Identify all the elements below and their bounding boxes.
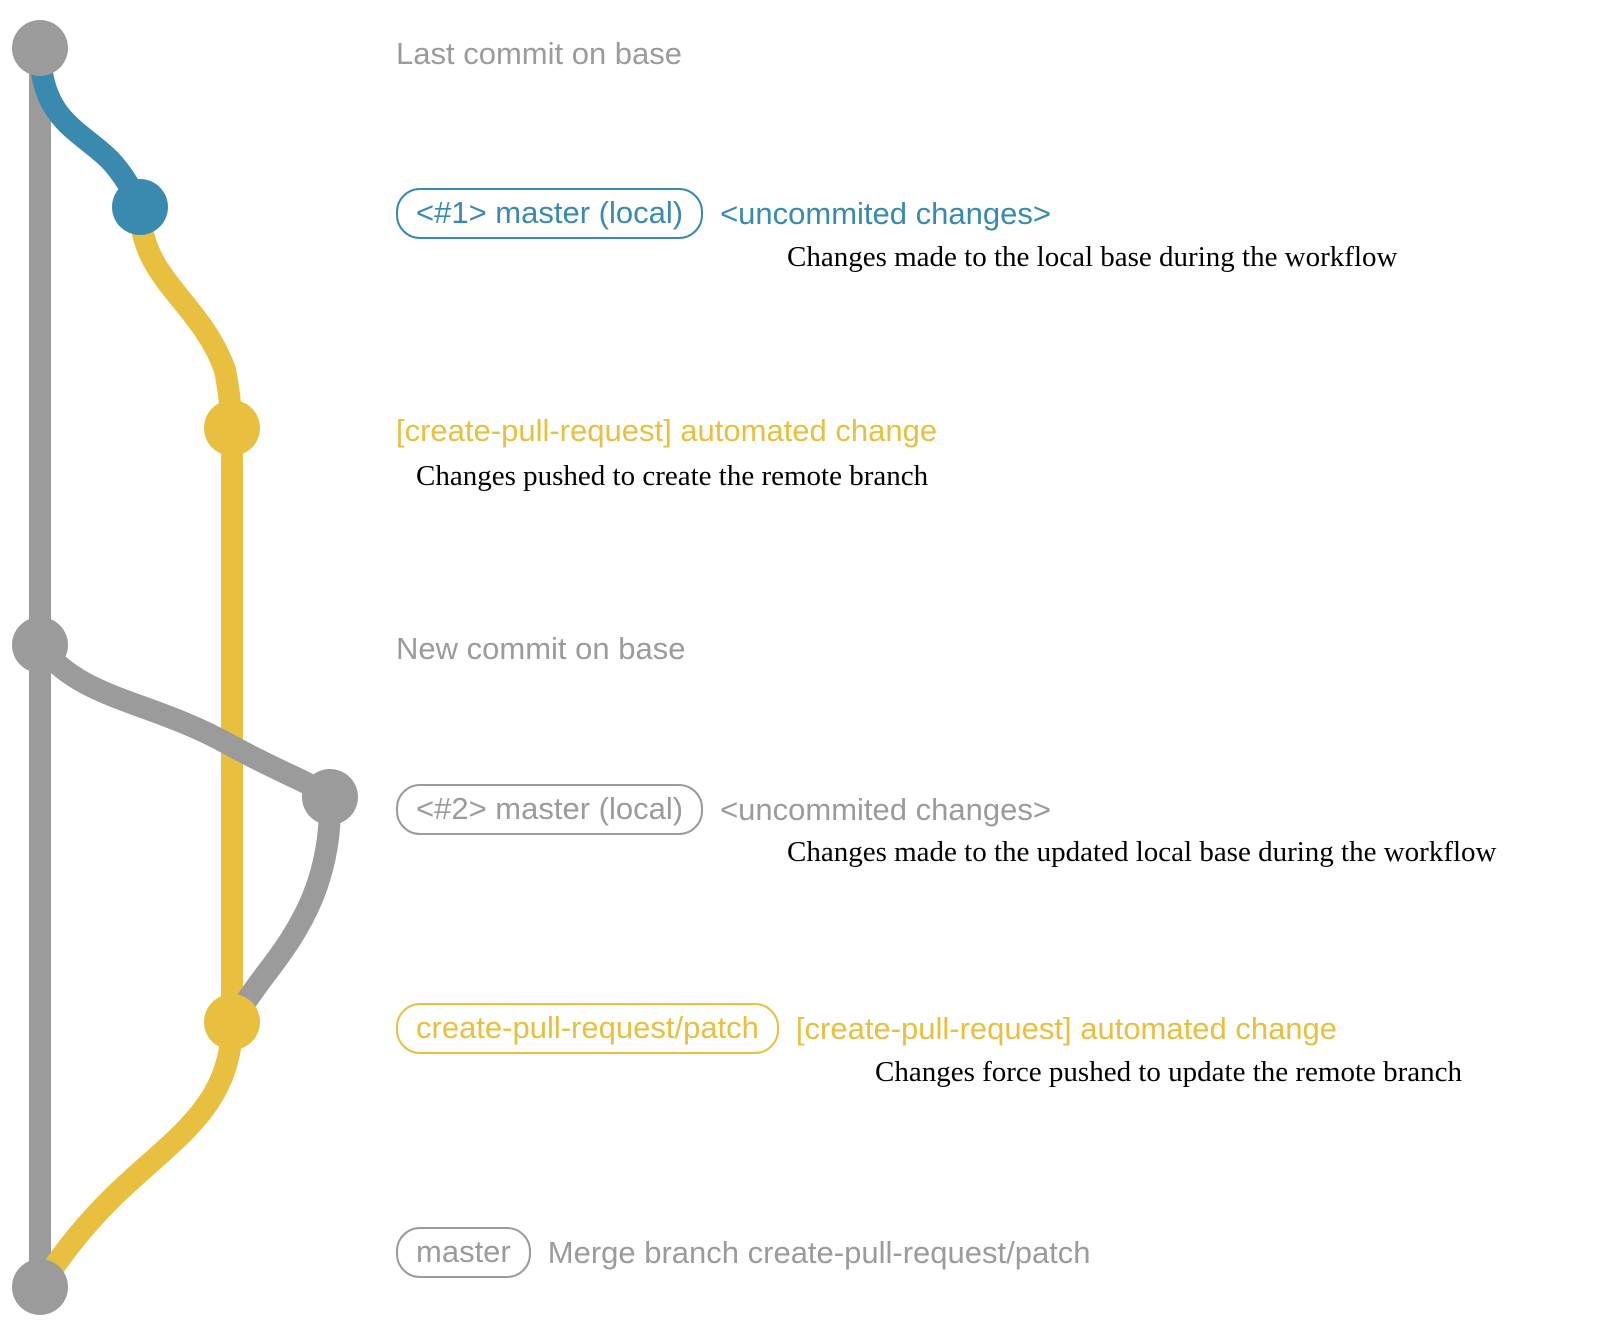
headline: [create-pull-request] automated change	[396, 415, 937, 446]
branch-badge-master-local-1[interactable]: <#1> master (local)	[396, 188, 704, 239]
commit-node-base-top[interactable]	[12, 20, 68, 76]
commit-message: <uncommited changes>	[720, 792, 1051, 827]
row-last-commit-on-base: Last commit on base	[396, 38, 682, 69]
branch-badge-master-local-2[interactable]: <#2> master (local)	[396, 784, 704, 835]
commit-message: Merge branch create-pull-request/patch	[547, 1235, 1091, 1270]
merge-line	[29, 1011, 243, 1298]
branch-badge-master[interactable]: master	[396, 1227, 531, 1278]
branch-badge-create-pull-request-patch[interactable]: create-pull-request/patch	[396, 1003, 779, 1054]
headline: master Merge branch create-pull-request/…	[396, 1227, 1091, 1278]
patch-lane-line-upper	[129, 196, 243, 439]
commit-node-local-2[interactable]	[302, 769, 358, 825]
description-automated-change-1: Changes pushed to create the remote bran…	[416, 460, 929, 492]
description-local-1: Changes made to the local base during th…	[787, 241, 1398, 273]
commit-graph	[12, 20, 358, 1315]
commit-message: [create-pull-request] automated change	[795, 1011, 1338, 1046]
commit-node-local-1[interactable]	[112, 179, 168, 235]
row-automated-change-2: create-pull-request/patch [create-pull-r…	[396, 1003, 1337, 1054]
row-local-2: <#2> master (local) <uncommited changes>	[396, 784, 1051, 835]
detached-branch-line-out	[29, 634, 341, 808]
commit-message: <uncommited changes>	[720, 196, 1051, 231]
commit-message: Last commit on base	[396, 36, 683, 71]
commit-node-merge[interactable]	[12, 1259, 68, 1315]
commit-node-base-new[interactable]	[12, 617, 68, 673]
headline: Last commit on base	[396, 38, 682, 69]
row-local-1: <#1> master (local) <uncommited changes>	[396, 188, 1051, 239]
row-merge: master Merge branch create-pull-request/…	[396, 1227, 1091, 1278]
commit-node-patch-1[interactable]	[204, 400, 260, 456]
headline: <#1> master (local) <uncommited changes>	[396, 188, 1051, 239]
row-automated-change-1: [create-pull-request] automated change	[396, 415, 937, 446]
description-local-2: Changes made to the updated local base d…	[787, 836, 1497, 868]
local-branch-line	[29, 37, 151, 218]
headline: <#2> master (local) <uncommited changes>	[396, 784, 1051, 835]
commit-node-patch-2[interactable]	[204, 994, 260, 1050]
description-automated-change-2: Changes force pushed to update the remot…	[875, 1056, 1463, 1088]
commit-message: New commit on base	[396, 631, 686, 666]
detached-branch-line-in	[221, 786, 342, 1033]
commit-message: [create-pull-request] automated change	[396, 413, 938, 448]
headline: create-pull-request/patch [create-pull-r…	[396, 1003, 1337, 1054]
headline: New commit on base	[396, 633, 685, 664]
row-new-commit-on-base: New commit on base	[396, 633, 685, 664]
